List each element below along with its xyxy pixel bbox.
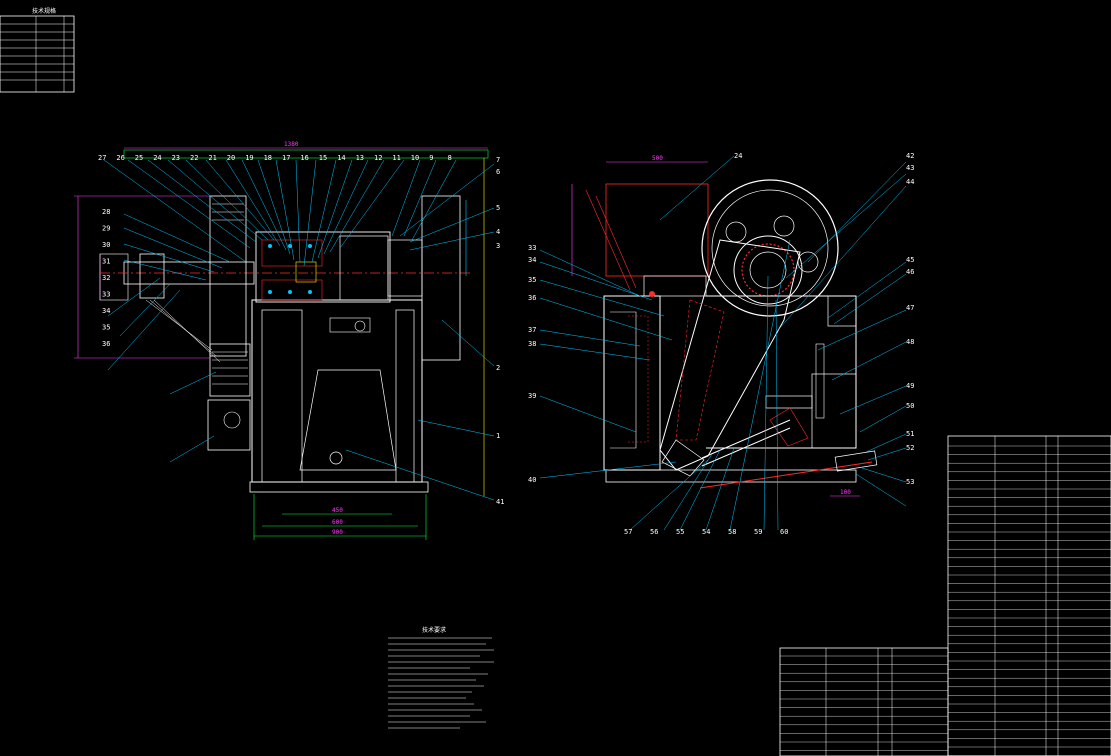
part-label-41: 41 [496,498,504,506]
tech-req-title: 技术要求 [422,626,446,634]
part-label-8: 8 [448,154,452,162]
left-top-dimension: 1380 [284,141,299,148]
part-label-16: 16 [300,154,308,162]
bottom-dim-2: 600 [332,519,343,526]
part-label-14: 14 [337,154,345,162]
part-label-43: 43 [906,164,914,172]
part-label-3: 3 [496,242,500,250]
part-label-59: 59 [754,528,762,536]
part-label-45: 45 [906,256,914,264]
part-label-52: 52 [906,444,914,452]
part-label-46: 46 [906,268,914,276]
right-right-labels: 42 43 44 45 46 47 48 49 50 51 52 53 [906,152,914,486]
left-top-labels: 27 26 25 24 23 22 21 20 19 18 17 16 15 14 13 12 11 10 9 8 [98,154,452,162]
part-label-15: 15 [319,154,327,162]
spec-table-title: 技术规格 [32,7,56,15]
right-top-dimension: 500 [652,155,663,162]
part-label-4: 4 [496,228,500,236]
part-label-27: 27 [98,154,106,162]
part-label-32: 32 [102,274,110,282]
part-label-1: 1 [496,432,500,440]
part-label-36: 36 [102,340,110,348]
part-label-10: 10 [411,154,419,162]
part-label-17: 17 [282,154,290,162]
part-label-47: 47 [906,304,914,312]
bottom-dim-3: 900 [332,529,343,536]
part-label-25: 25 [135,154,143,162]
parts-list-right [947,435,1111,756]
part-label-33: 33 [528,244,536,252]
right-small-dimension: 100 [840,489,851,496]
part-label-11: 11 [392,154,400,162]
part-label-53: 53 [906,478,914,486]
part-label-35: 35 [528,276,536,284]
part-label-60: 60 [780,528,788,536]
part-label-55: 55 [676,528,684,536]
bottom-dim-1: 450 [332,507,343,514]
part-label-50: 50 [906,402,914,410]
part-label-23: 23 [172,154,180,162]
part-label-19: 19 [245,154,253,162]
part-label-18: 18 [264,154,272,162]
part-label-42: 42 [906,152,914,160]
part-label-9: 9 [429,154,433,162]
part-label-58: 58 [728,528,736,536]
part-label-13: 13 [356,154,364,162]
part-label-31: 31 [102,258,110,266]
part-label-37: 37 [528,326,536,334]
part-label-28: 28 [102,208,110,216]
part-label-6: 6 [496,168,500,176]
part-label-30: 30 [102,241,110,249]
part-label-20: 20 [227,154,235,162]
part-label-56: 56 [650,528,658,536]
parts-list-bottom [779,647,949,756]
part-label-51: 51 [906,430,914,438]
part-label-38: 38 [528,340,536,348]
part-label-34: 34 [102,307,110,315]
part-label-21: 21 [208,154,216,162]
part-label-33: 33 [102,291,110,299]
right-bottom-labels: 57 56 55 54 58 59 60 [624,528,788,536]
spec-table: 技术规格 [0,7,75,93]
part-label-5: 5 [496,204,500,212]
technical-requirements: 技术要求 [388,626,494,729]
part-label-2: 2 [496,364,500,372]
part-label-49: 49 [906,382,914,390]
part-label-48: 48 [906,338,914,346]
left-side-labels: 28 29 30 31 32 33 34 35 36 [102,208,110,348]
part-label-34: 34 [528,256,536,264]
part-label-12: 12 [374,154,382,162]
right-top-label: 24 [734,152,742,160]
part-label-39: 39 [528,392,536,400]
part-label-40: 40 [528,476,536,484]
part-label-35: 35 [102,324,110,332]
part-label-24: 24 [153,154,161,162]
part-label-36: 36 [528,294,536,302]
part-label-54: 54 [702,528,710,536]
right-front-view: 500 100 [528,152,914,536]
part-label-26: 26 [116,154,124,162]
part-label-29: 29 [102,225,110,233]
part-label-57: 57 [624,528,632,536]
part-label-22: 22 [190,154,198,162]
part-label-7: 7 [496,156,500,164]
part-label-44: 44 [906,178,914,186]
left-right-labels: 7 6 5 4 3 2 1 41 [496,156,504,506]
right-left-labels: 33 34 35 36 37 38 39 40 [528,244,536,484]
